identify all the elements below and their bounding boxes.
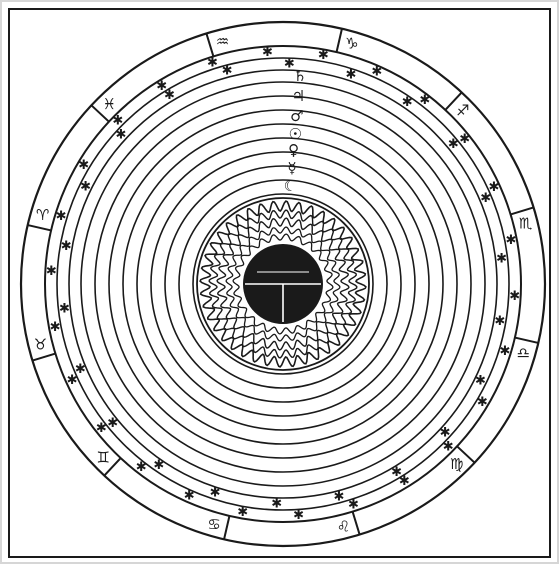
zodiac-sign-glyph: ♏ (519, 215, 533, 233)
zodiac-divider (511, 207, 534, 214)
star-glyph: ✱ (459, 132, 470, 147)
star-glyph: ✱ (210, 486, 221, 501)
star-glyph: ✱ (346, 67, 357, 82)
star-glyph: ✱ (391, 465, 402, 480)
star-glyph: ✱ (262, 45, 273, 60)
planet-glyph: ♃ (292, 87, 305, 105)
star-glyph: ✱ (402, 95, 413, 110)
planet-glyph: ☿ (287, 159, 296, 177)
planet-glyph: ♂ (290, 107, 303, 125)
star-glyph: ✱ (509, 289, 520, 304)
star-glyph: ✱ (494, 314, 505, 329)
star-glyph: ✱ (222, 64, 233, 79)
star-glyph: ✱ (61, 239, 72, 254)
star-glyph: ✱ (333, 489, 344, 504)
star-glyph: ✱ (184, 489, 195, 504)
star-glyph: ✱ (237, 505, 248, 520)
star-glyph: ✱ (348, 498, 359, 513)
zodiac-sign-glyph: ♊ (96, 449, 109, 467)
zodiac-sign-glyph: ♐ (456, 101, 469, 119)
star-glyph: ✱ (59, 302, 70, 317)
star-glyph: ✱ (164, 88, 175, 103)
star-glyph: ✱ (46, 264, 57, 279)
star-glyph: ✱ (419, 93, 430, 108)
star-glyph: ✱ (448, 137, 459, 152)
zodiac-sign-glyph: ♒ (216, 32, 229, 50)
star-glyph: ✱ (496, 251, 507, 266)
star-glyph: ✱ (480, 191, 491, 206)
star-glyph: ✱ (500, 344, 511, 359)
zodiac-divider (353, 512, 360, 535)
star-glyph: ✱ (477, 395, 488, 410)
star-glyph: ✱ (50, 320, 61, 335)
star-glyph: ✱ (371, 64, 382, 79)
star-glyph: ✱ (440, 425, 451, 440)
star-glyph: ✱ (443, 439, 454, 454)
zodiac-divider (224, 516, 229, 539)
zodiac-sign-glyph: ♑ (345, 35, 358, 53)
star-glyph: ✱ (505, 233, 516, 248)
star-glyph: ✱ (80, 179, 91, 194)
zodiac-divider (337, 29, 342, 52)
star-glyph: ✱ (136, 460, 147, 475)
zodiac-sign-glyph: ♓ (103, 95, 116, 113)
star-glyph: ✱ (107, 416, 118, 431)
planet-glyph: ☾ (284, 177, 297, 195)
zodiac-sign-glyph: ♍ (450, 455, 463, 473)
zodiac-divider (32, 354, 55, 361)
star-glyph: ✱ (78, 158, 89, 173)
zodiac-divider (515, 338, 538, 343)
planet-glyph: ♄ (293, 67, 306, 85)
planet-glyph: ♀ (288, 141, 299, 159)
star-glyph: ✱ (96, 421, 107, 436)
star-glyph: ✱ (207, 55, 218, 70)
star-glyph: ✱ (75, 362, 86, 377)
star-glyph: ✱ (318, 48, 329, 63)
elemental-core (197, 198, 369, 370)
zodiac-sign-glyph: ♌ (337, 518, 350, 536)
star-glyph: ✱ (271, 496, 282, 511)
zodiac-sign-glyph: ♉ (34, 335, 47, 353)
zodiac-sign-glyph: ♋ (207, 515, 220, 533)
star-glyph: ✱ (153, 458, 164, 473)
planet-stack: ♄♃♂☉♀☿☾ (284, 67, 307, 195)
zodiac-divider (206, 33, 213, 56)
star-glyph: ✱ (293, 508, 304, 523)
zodiac-sign-glyph: ♎ (517, 344, 530, 362)
zodiac-divider (28, 225, 51, 230)
star-glyph: ✱ (112, 114, 123, 129)
star-glyph: ✱ (56, 209, 67, 224)
star-glyph: ✱ (115, 128, 126, 143)
zodiac-sign-glyph: ♈ (36, 206, 49, 224)
star-glyph: ✱ (475, 374, 486, 389)
